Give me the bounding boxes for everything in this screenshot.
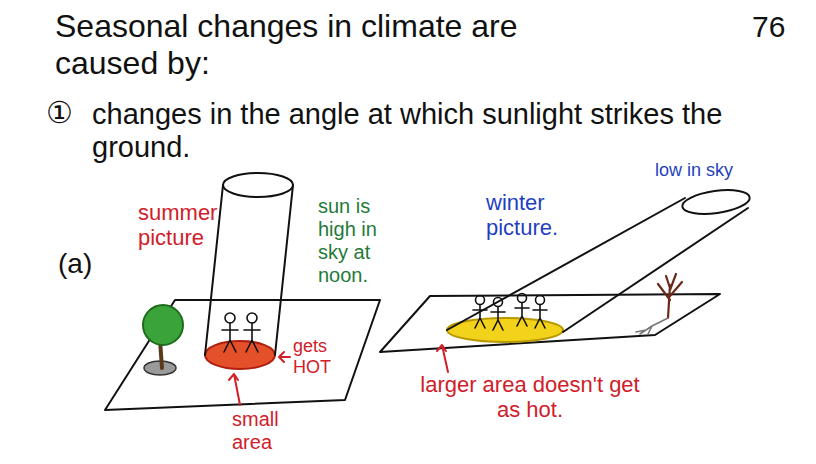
item-text: changes in the angle at which sunlight s… [92,98,732,165]
item-number: ① [46,96,73,131]
stick-figures [473,294,547,331]
winter-caption: winter picture. [486,190,586,241]
sunlit-area [205,341,275,369]
hot-note: gets HOT [293,336,353,377]
area-note: larger area doesn't get as hot. [420,372,640,423]
stick-figures [222,313,260,352]
sun-note: low in sky [655,160,733,181]
page-title: Seasonal changes in climate are caused b… [55,8,615,82]
sunbeam-tube [205,185,293,355]
tube-top [681,186,751,217]
page-number: 76 [752,10,785,45]
summer-caption: summer picture [138,200,228,251]
tree-crown [143,305,183,345]
sunlit-area [447,318,563,342]
tube-top [223,173,293,197]
part-letter: (a) [58,248,92,280]
tree-shadow [636,318,668,334]
leader-arrow [229,374,240,405]
leader-arrow [279,352,290,362]
sun-note: sun is high in sky at noon. [318,195,392,287]
leader-arrow [437,345,448,372]
summer-ground [105,300,380,410]
area-note: small area [232,408,302,454]
bare-tree [658,274,682,318]
